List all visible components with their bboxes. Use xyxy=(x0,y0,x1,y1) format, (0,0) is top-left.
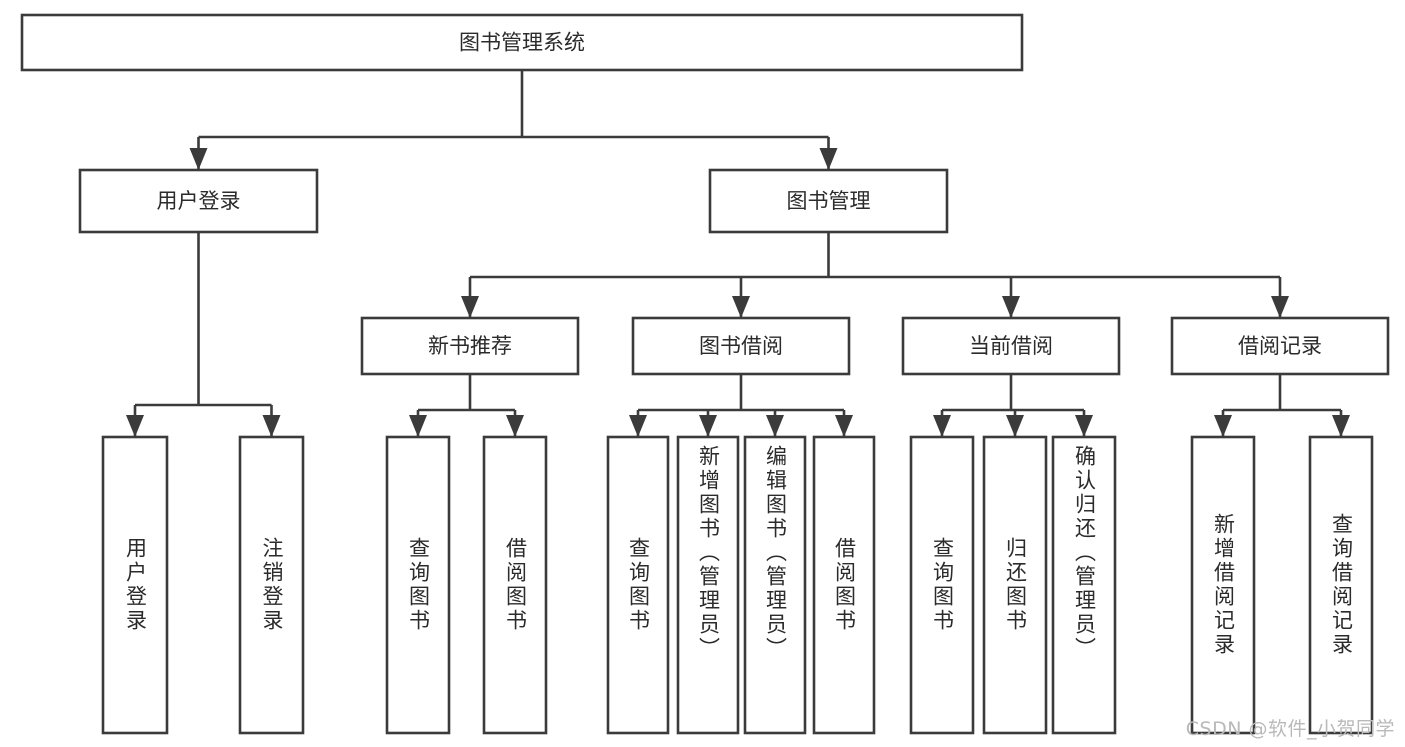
node-box-user-login[interactable] xyxy=(78,168,319,234)
arrow-head-icon xyxy=(766,415,784,437)
node-label-current-borrow: 当前借阅 xyxy=(969,334,1053,358)
arrow-head-icon xyxy=(819,148,838,170)
node-box-query-book-2[interactable] xyxy=(606,435,670,735)
node-box-query-book-1[interactable] xyxy=(385,435,451,735)
arrow-head-icon xyxy=(461,296,479,318)
arrow-head-icon xyxy=(732,296,750,318)
arrow-head-icon xyxy=(506,415,524,437)
node-box-query-book-3[interactable] xyxy=(909,435,975,735)
node-box-add-book[interactable] xyxy=(676,435,740,735)
node-box-add-borrow-record[interactable] xyxy=(1190,435,1256,735)
node-box-user-logout[interactable] xyxy=(238,435,305,735)
node-box-user-login-do[interactable] xyxy=(101,435,169,735)
node-box-borrow-book-2[interactable] xyxy=(812,435,876,735)
arrow-head-icon xyxy=(409,415,427,437)
node-box-current-borrow[interactable] xyxy=(901,316,1121,376)
node-label-new-book-recommend: 新书推荐 xyxy=(428,334,512,358)
node-label-user-login: 用户登录 xyxy=(157,189,241,213)
arrow-head-icon xyxy=(1332,415,1350,437)
arrow-head-icon xyxy=(699,415,717,437)
node-box-new-book-recommend[interactable] xyxy=(360,316,580,376)
watermark-text: CSDN @软件_小贺同学 xyxy=(1185,718,1395,740)
node-box-confirm-return[interactable] xyxy=(1051,435,1117,735)
node-box-query-borrow-record[interactable] xyxy=(1308,435,1374,735)
arrow-head-icon xyxy=(262,415,281,437)
node-box-edit-book[interactable] xyxy=(743,435,807,735)
node-box-borrow-record[interactable] xyxy=(1170,316,1390,376)
node-box-borrow-book-1[interactable] xyxy=(482,435,548,735)
arrow-head-icon xyxy=(1075,415,1093,437)
arrow-head-icon xyxy=(1271,296,1289,318)
arrow-head-icon xyxy=(1002,296,1020,318)
arrow-head-icon xyxy=(1006,415,1024,437)
node-label-root: 图书管理系统 xyxy=(459,31,585,55)
node-label-book-borrow: 图书借阅 xyxy=(699,334,783,358)
arrow-head-icon xyxy=(1214,415,1232,437)
arrow-head-icon xyxy=(126,415,144,437)
arrow-head-icon xyxy=(835,415,853,437)
node-label-borrow-record: 借阅记录 xyxy=(1238,334,1322,358)
node-box-root[interactable] xyxy=(20,13,1024,72)
arrow-head-icon xyxy=(629,415,647,437)
node-box-layer xyxy=(20,13,1390,735)
node-label-book-manage: 图书管理 xyxy=(787,189,871,213)
node-box-return-book[interactable] xyxy=(982,435,1048,735)
arrow-head-icon xyxy=(933,415,951,437)
connector-layer xyxy=(126,70,1350,437)
arrow-head-icon xyxy=(189,148,208,170)
node-box-book-borrow[interactable] xyxy=(631,316,851,376)
node-box-book-manage[interactable] xyxy=(708,168,949,234)
